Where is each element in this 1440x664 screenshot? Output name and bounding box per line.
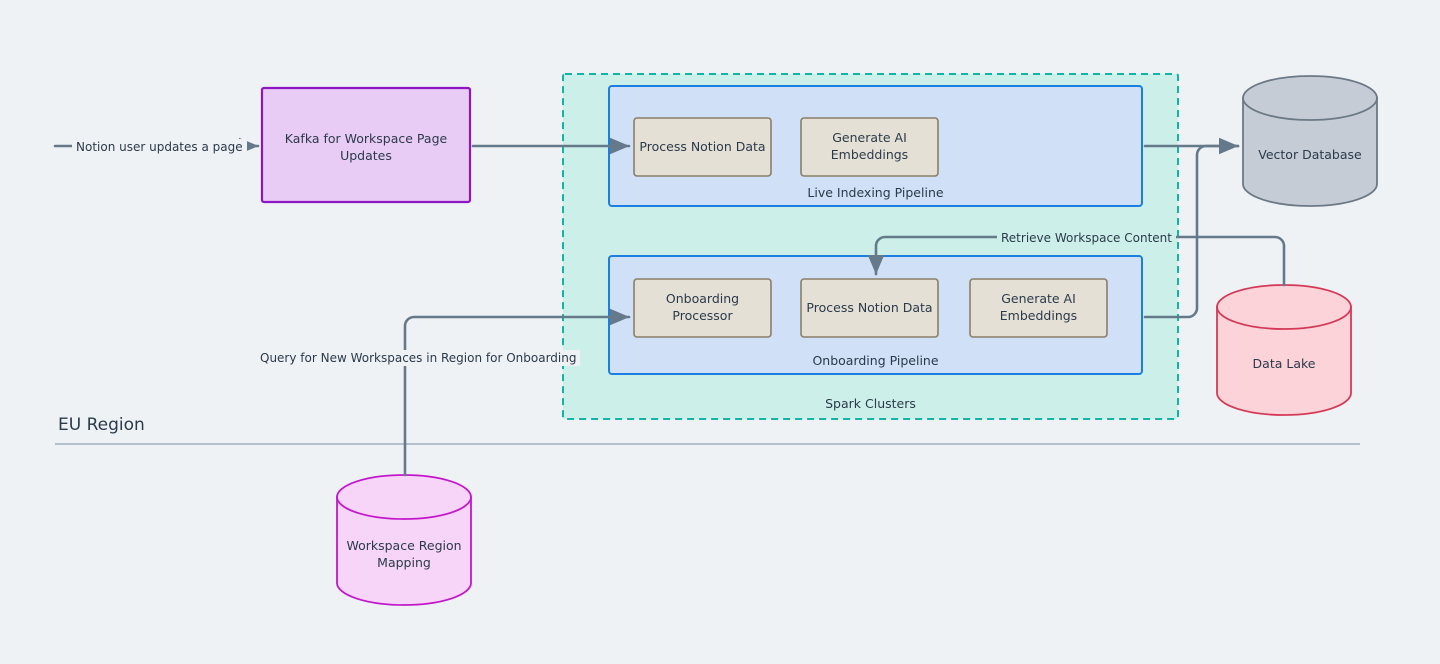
- onboarding-processor-node[interactable]: [633, 278, 772, 338]
- edge-query-new-workspaces[interactable]: [403, 308, 631, 477]
- live-generate-ai-embeddings-node[interactable]: [800, 117, 939, 177]
- kafka-node[interactable]: [260, 86, 472, 204]
- edge-retrieve-workspace-content[interactable]: [867, 235, 1286, 287]
- edge-onboarding-pipeline-to-vector-db[interactable]: [1143, 144, 1240, 319]
- onboarding-process-notion-data-node[interactable]: [800, 278, 939, 338]
- vector-database-node[interactable]: [1242, 75, 1378, 207]
- onboarding-generate-ai-embeddings-node[interactable]: [969, 278, 1108, 338]
- workspace-region-mapping-node[interactable]: [336, 474, 472, 606]
- live-process-notion-data-node[interactable]: [633, 117, 772, 177]
